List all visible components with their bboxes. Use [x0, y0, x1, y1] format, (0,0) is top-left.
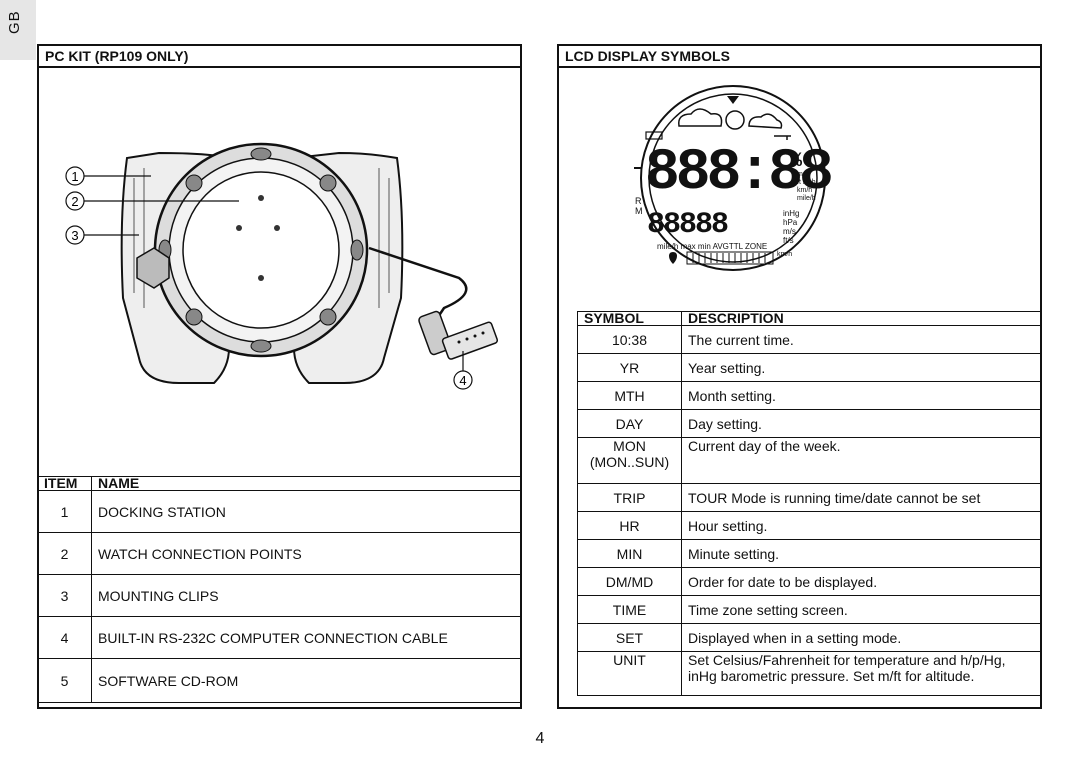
- pc-kit-title: PC KIT (RP109 ONLY): [39, 46, 520, 68]
- callout-3: 3: [71, 228, 78, 243]
- description-cell: Displayed when in a setting mode.: [681, 623, 1042, 652]
- page-number: 4: [535, 730, 545, 747]
- item-number: 1: [37, 490, 92, 533]
- lcd-unit-hpa: hPa: [783, 218, 798, 227]
- symbol-cell: DM/MD: [577, 567, 682, 596]
- pc-kit-panel: PC KIT (RP109 ONLY): [37, 44, 522, 709]
- description-cell: Set Celsius/Fahrenheit for temperature a…: [681, 651, 1042, 696]
- symbol-cell: MON(MON..SUN): [577, 437, 682, 484]
- description-line-2: inHg barometric pressure. Set m/ft for a…: [688, 668, 975, 684]
- description-cell: Minute setting.: [681, 539, 1042, 568]
- symbol-cell: YR: [577, 353, 682, 382]
- description-cell: Current day of the week.: [681, 437, 1042, 484]
- item-number: 5: [37, 658, 92, 703]
- lcd-unit-ftinch: ft inch: [797, 179, 816, 186]
- lcd-symbols-panel: LCD DISPLAY SYMBOLS 888:88 % 88888 mm ft…: [557, 44, 1042, 709]
- callout-4: 4: [459, 373, 466, 388]
- symbol-header: SYMBOL: [577, 311, 682, 326]
- lcd-unit-ms: m/s: [783, 227, 796, 236]
- item-name: MOUNTING CLIPS: [91, 574, 522, 617]
- lcd-unit-mileh: mile/h: [797, 195, 816, 202]
- symbol-line-2: (MON..SUN): [589, 454, 670, 470]
- lcd-side-m: M: [635, 206, 643, 216]
- description-line: Set Celsius/Fahrenheit for temperature a…: [688, 652, 1006, 668]
- lcd-unit-inhg: inHg: [783, 209, 799, 218]
- docking-station-illustration: 1 2 3 4: [65, 142, 499, 390]
- lcd-display-illustration: 888:88 % 88888 mm ft inch km/h mile/h in…: [634, 85, 835, 271]
- symbol-cell: SET: [577, 623, 682, 652]
- item-name: BUILT-IN RS-232C COMPUTER CONNECTION CAB…: [91, 616, 522, 659]
- symbol-cell: UNIT: [577, 651, 682, 696]
- lcd-unit-fts: ft/s: [783, 236, 794, 245]
- lcd-symbols-title: LCD DISPLAY SYMBOLS: [559, 46, 1040, 68]
- description-cell: The current time.: [681, 325, 1042, 354]
- callout-1: 1: [71, 169, 78, 184]
- description-cell: Day setting.: [681, 409, 1042, 438]
- description-cell: Year setting.: [681, 353, 1042, 382]
- symbol-cell: 10:38: [577, 325, 682, 354]
- symbol-line: MON: [613, 438, 646, 454]
- symbol-cell: TIME: [577, 595, 682, 624]
- language-tab: GB: [0, 0, 36, 60]
- description-cell: TOUR Mode is running time/date cannot be…: [681, 483, 1042, 512]
- item-number: 2: [37, 532, 92, 575]
- description-header: DESCRIPTION: [681, 311, 1042, 326]
- lcd-side-r: R: [635, 196, 642, 206]
- symbol-cell: TRIP: [577, 483, 682, 512]
- description-cell: Month setting.: [681, 381, 1042, 410]
- language-tab-label: GB: [6, 10, 23, 34]
- symbol-cell: HR: [577, 511, 682, 540]
- lcd-top-digits: 888:88: [645, 141, 831, 206]
- lcd-unit-kmh: km/h: [797, 187, 812, 194]
- lcd-bottom-labels: mile/h max min AVGTTL ZONE: [657, 242, 767, 251]
- symbol-cell: MTH: [577, 381, 682, 410]
- item-number: 3: [37, 574, 92, 617]
- item-name: DOCKING STATION: [91, 490, 522, 533]
- item-name: WATCH CONNECTION POINTS: [91, 532, 522, 575]
- lcd-bottom-digits: 88888: [647, 208, 728, 242]
- description-cell: Time zone setting screen.: [681, 595, 1042, 624]
- item-header: ITEM: [37, 476, 92, 491]
- name-header: NAME: [91, 476, 522, 491]
- lcd-percent: %: [790, 150, 803, 173]
- item-number: 4: [37, 616, 92, 659]
- lcd-kmh: km/h: [777, 251, 792, 258]
- item-name: SOFTWARE CD-ROM: [91, 658, 522, 703]
- description-cell: Hour setting.: [681, 511, 1042, 540]
- symbol-cell: MIN: [577, 539, 682, 568]
- callout-2: 2: [71, 194, 78, 209]
- description-cell: Order for date to be displayed.: [681, 567, 1042, 596]
- lcd-unit-mm: mm: [797, 171, 809, 178]
- symbol-cell: DAY: [577, 409, 682, 438]
